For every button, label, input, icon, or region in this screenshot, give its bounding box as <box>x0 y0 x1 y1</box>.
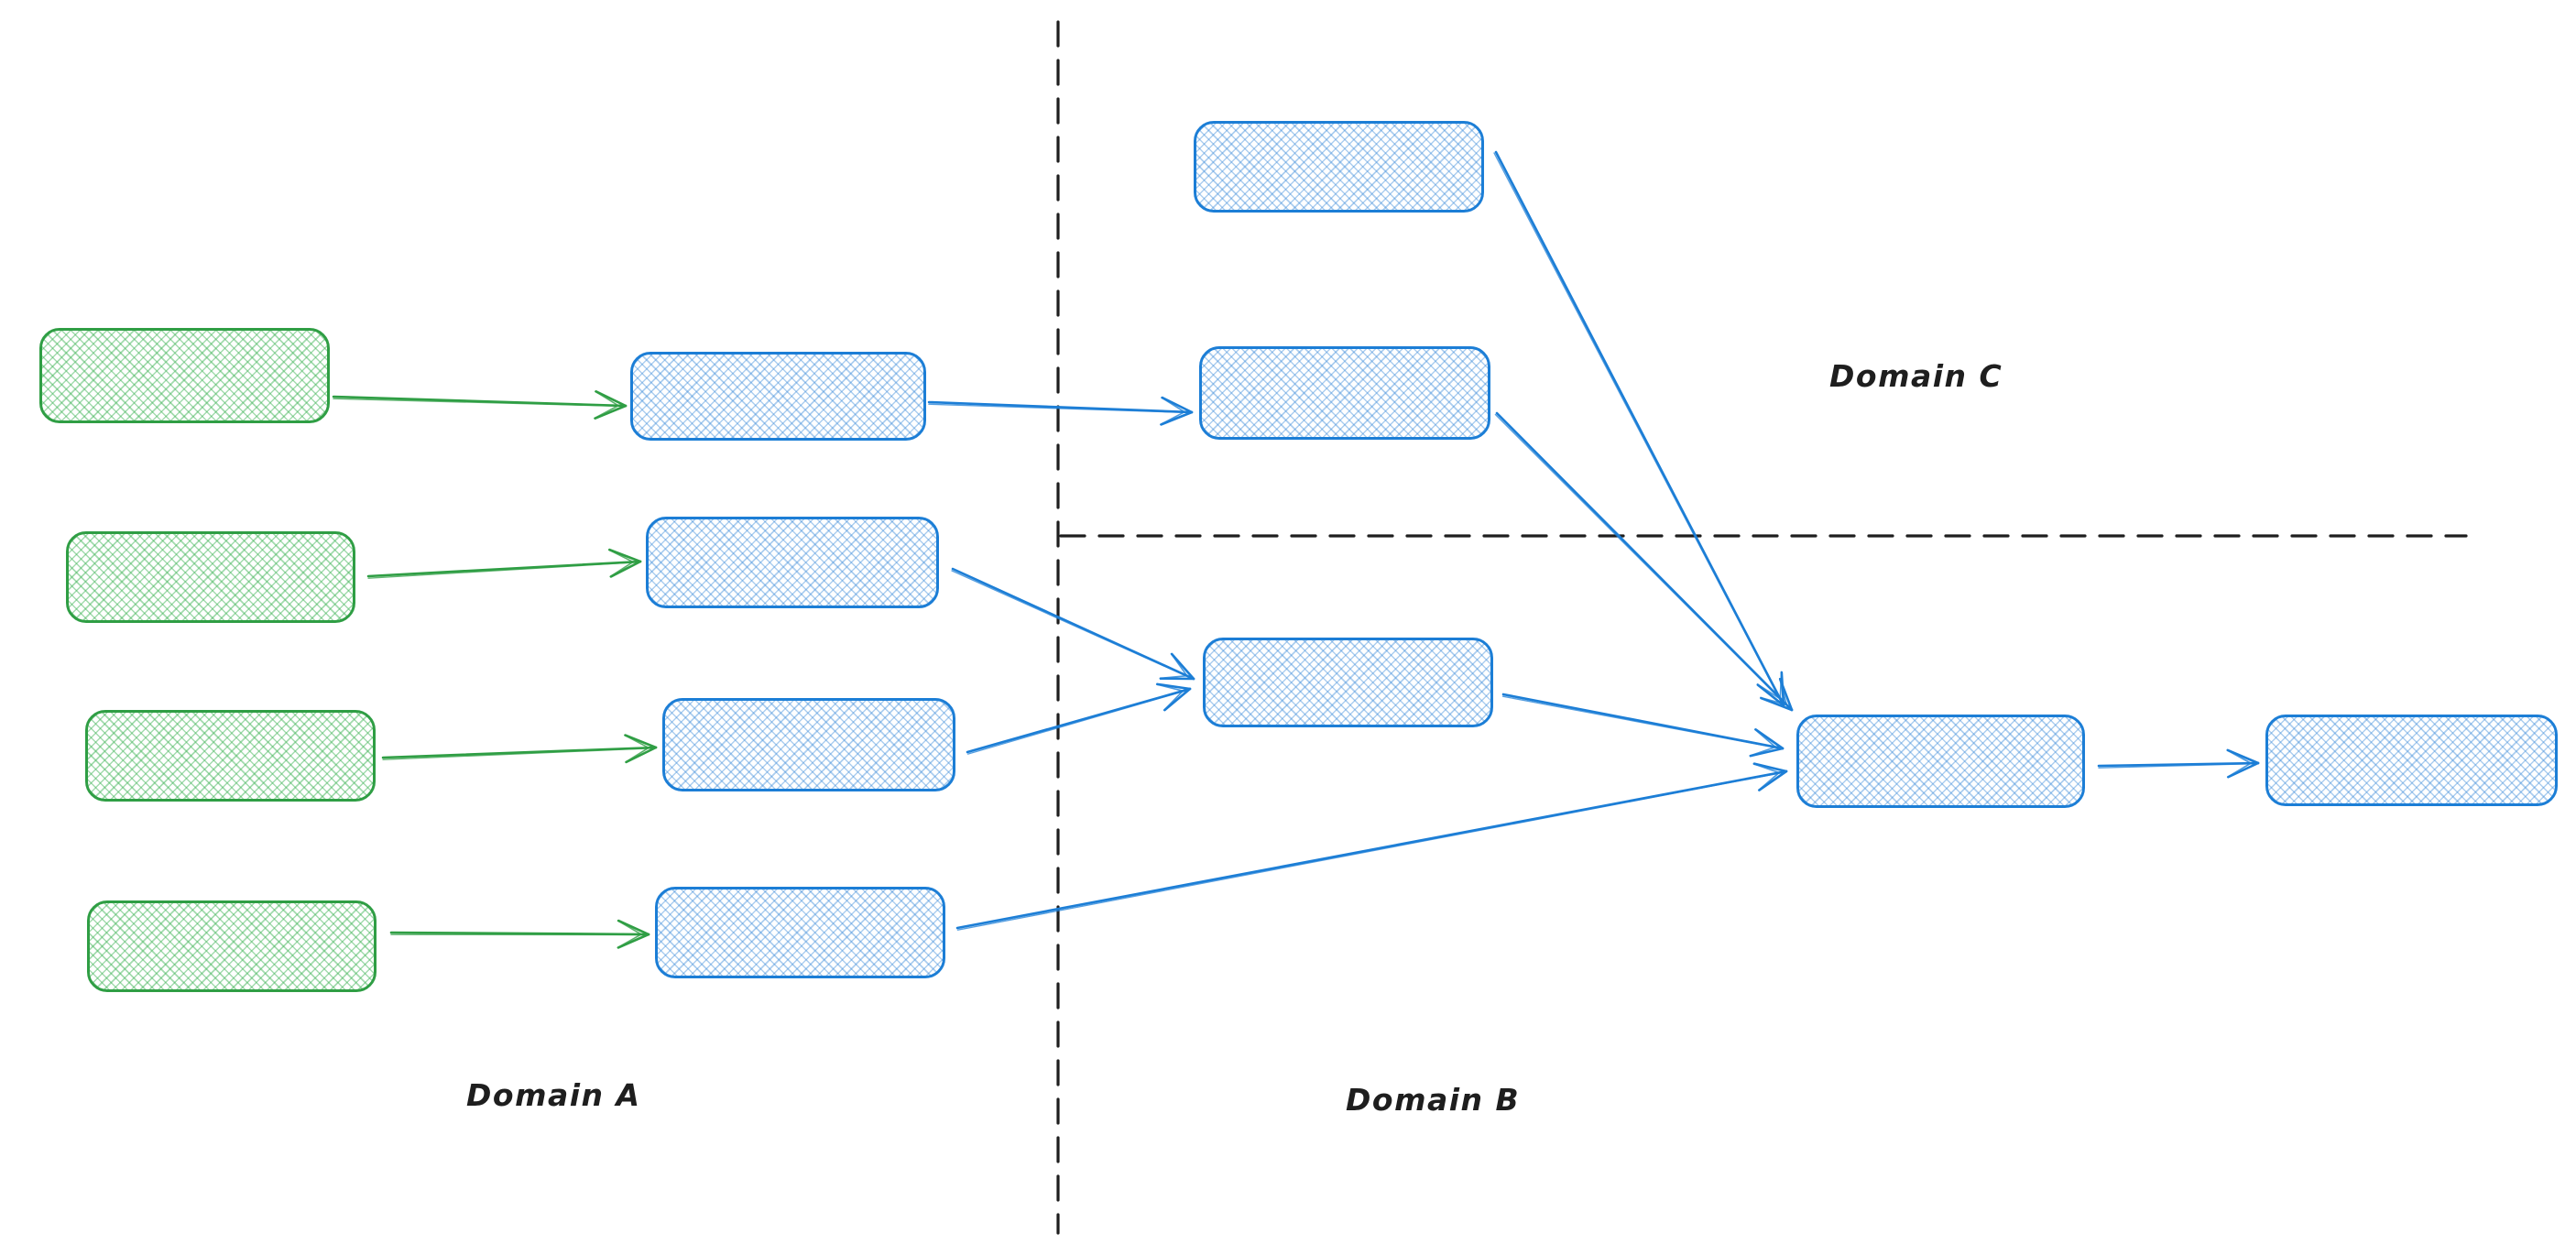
edge-stage2-to-bnode1 <box>951 567 1195 681</box>
node-domain-c-node-2[interactable] <box>1199 346 1490 440</box>
node-domain-a-source-4[interactable] <box>87 900 377 992</box>
label-domain-c[interactable]: Domain C <box>1829 358 2003 394</box>
node-domain-a-stage-2[interactable] <box>646 517 939 608</box>
node-domain-a-source-1[interactable] <box>39 328 330 423</box>
edge-bnode1-to-bnode2 <box>1501 693 1785 758</box>
edge-stage3-to-bnode1 <box>966 682 1192 755</box>
edge-stage1-to-cnode2 <box>927 396 1194 426</box>
edge-cnode1-to-bnode2 <box>1493 150 1785 707</box>
edge-source2-to-stage2 <box>366 548 642 579</box>
edge-cnode2-to-bnode2 <box>1494 411 1794 712</box>
label-domain-b[interactable]: Domain B <box>1346 1082 1521 1118</box>
node-domain-a-stage-4[interactable] <box>655 887 945 978</box>
node-domain-a-source-3[interactable] <box>85 710 376 802</box>
node-domain-a-source-2[interactable] <box>66 531 355 623</box>
node-domain-b-node-3[interactable] <box>2265 715 2558 806</box>
edge-stage4-to-bnode2 <box>955 762 1788 931</box>
node-domain-b-node-2[interactable] <box>1796 715 2085 808</box>
edge-source3-to-stage3 <box>381 734 658 764</box>
node-domain-a-stage-3[interactable] <box>662 698 955 791</box>
edge-bnode2-to-bnode3 <box>2097 748 2260 779</box>
node-domain-c-node-1[interactable] <box>1194 121 1484 213</box>
node-domain-a-stage-1[interactable] <box>630 352 926 441</box>
edge-source1-to-stage1 <box>332 389 628 420</box>
label-domain-a[interactable]: Domain A <box>466 1077 641 1113</box>
node-domain-b-node-1[interactable] <box>1203 638 1493 727</box>
edge-source4-to-stage4 <box>389 919 650 949</box>
